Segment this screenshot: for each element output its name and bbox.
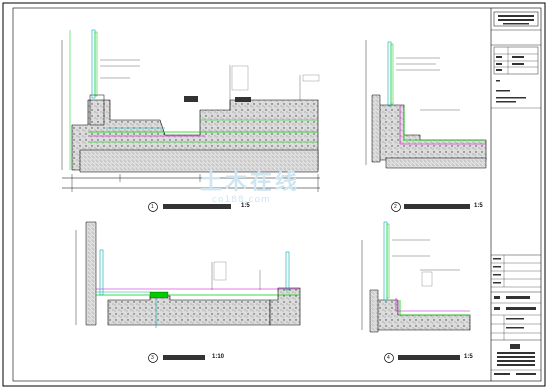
watermark-text: 土木在线 [200,170,301,195]
detail-1-marker-circle [148,202,158,212]
title-block [490,8,541,381]
detail-1-number: 1 [151,204,154,210]
detail-4-number: 4 [387,355,390,361]
detail-4-section [361,221,471,333]
detail-1-title-glyphs [163,204,231,209]
detail-2-scale: 1:5 [474,203,483,209]
detail-3-marker-circle [148,353,158,363]
sheet-border-inner [12,7,542,382]
detail-2-number: 2 [394,204,397,210]
detail-2-marker-circle [391,202,401,212]
detail-2-section [365,40,487,169]
detail-3-scale: 1:10 [212,354,225,360]
detail-3-title-glyphs [163,355,205,360]
detail-4-marker-circle [384,353,394,363]
detail-1-section [61,29,320,192]
detail-1-scale: 1:5 [241,203,250,209]
detail-3-section [75,221,301,328]
detail-2-title-glyphs [404,204,470,209]
detail-4-title-glyphs [398,355,460,360]
watermark-url: co188.com [212,195,271,205]
detail-4-scale: 1:5 [464,354,473,360]
detail-3-number: 3 [151,355,154,361]
